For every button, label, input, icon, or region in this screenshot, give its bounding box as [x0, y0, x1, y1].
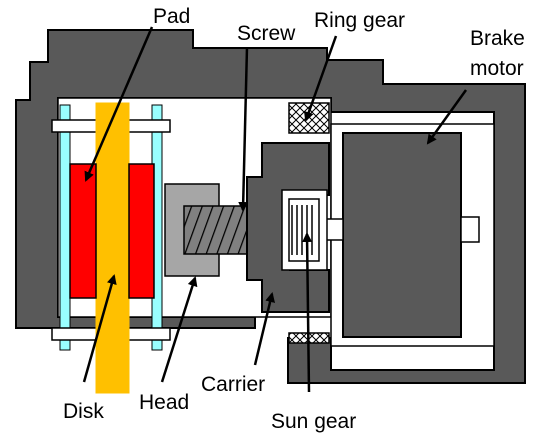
label-brake-motor-line2: motor [470, 57, 524, 80]
motor-body [342, 132, 462, 338]
brake-disk [95, 102, 130, 394]
arrow-head [160, 276, 198, 383]
pad-left [69, 163, 97, 299]
backing-plate-left [59, 104, 71, 351]
arrow-sun-gear [302, 232, 313, 393]
arrow-disk [82, 274, 117, 383]
label-sun-gear: Sun gear [271, 410, 356, 433]
sun-gear [288, 198, 320, 262]
caliper-housing [15, 29, 526, 384]
screw-rod [183, 205, 255, 255]
label-ring-gear: Ring gear [314, 9, 405, 32]
arrow-brake-motor [426, 89, 468, 145]
arrow-pad [84, 26, 154, 182]
label-head: Head [139, 391, 189, 414]
motor-shaft [460, 216, 480, 243]
label-screw: Screw [237, 22, 296, 45]
arrow-ring-gear [303, 35, 338, 122]
label-disk: Disk [63, 400, 104, 423]
pad-right [128, 163, 155, 299]
ring-gear-upper [288, 102, 330, 134]
arrow-screw [238, 46, 249, 212]
label-brake-motor-line1: Brake [470, 27, 525, 50]
label-pad: Pad [153, 5, 190, 28]
arrow-carrier [253, 292, 275, 366]
label-carrier: Carrier [201, 373, 265, 396]
